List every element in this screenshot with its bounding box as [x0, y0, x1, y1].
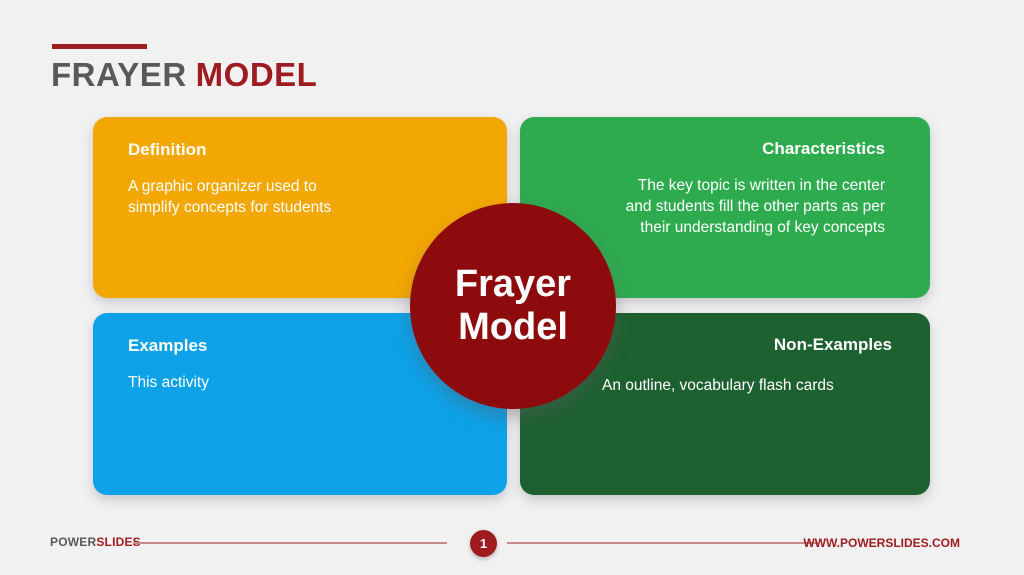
title-accent-bar [52, 44, 147, 49]
center-topic-line1: Frayer [454, 263, 572, 305]
quadrant-heading: Examples [128, 336, 208, 355]
page-number-badge: 1 [470, 530, 497, 557]
center-topic-line2: Model [458, 306, 568, 348]
quadrant-heading: Non-Examples [773, 335, 892, 354]
quadrant-body-line: simplify concepts for students [128, 199, 332, 216]
page-title-part-frayer: FRAYER [51, 56, 187, 93]
quadrant-heading: Characteristics [762, 139, 885, 158]
quadrant-heading: Definition [128, 140, 207, 159]
quadrant-body-line: This activity [128, 374, 209, 391]
quadrant-body: An outline, vocabulary flash cards [602, 375, 892, 396]
quadrant-body-line: The key topic is written in the center [637, 177, 885, 194]
quadrant-definition: Definition A graphic organizer used to s… [93, 117, 507, 298]
powerslides-logo: POWERSLIDES [50, 535, 141, 549]
quadrant-body-line: and students fill the other parts as per [625, 198, 885, 215]
page-title-part-model: MODEL [195, 56, 318, 93]
footer-divider-right [507, 542, 818, 544]
quadrant-body-line: A graphic organizer used to [128, 178, 317, 195]
footer-divider-left [133, 542, 447, 544]
quadrant-body-line: An outline, vocabulary flash cards [602, 377, 834, 394]
powerslides-logo-part1: POWER [50, 535, 97, 549]
quadrant-body-line: their understanding of key concepts [640, 219, 885, 236]
footer-website: WWW.POWERSLIDES.COM [803, 536, 960, 550]
quadrant-body: This activity [128, 372, 477, 393]
powerslides-logo-part2: SLIDES [96, 535, 141, 549]
quadrant-body: A graphic organizer used to simplify con… [128, 176, 477, 218]
center-topic-circle: Frayer Model [410, 203, 616, 409]
quadrant-body: The key topic is written in the center a… [550, 175, 885, 238]
